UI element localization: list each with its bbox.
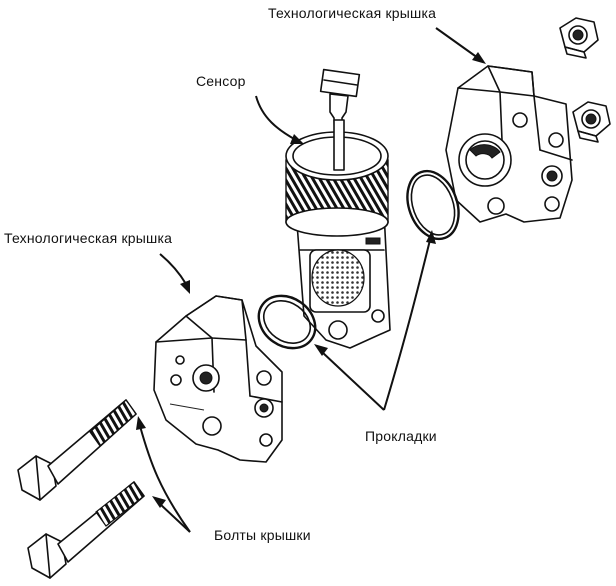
label-sensor: Сенсор <box>196 73 246 89</box>
gasket-left <box>257 294 317 350</box>
leader-top-cover <box>435 27 486 64</box>
label-gaskets: Прокладки <box>365 428 437 444</box>
leader-left-cover <box>159 253 190 294</box>
label-cover-bolts: Болты крышки <box>214 527 311 543</box>
sensor-module <box>285 68 391 349</box>
gasket-right <box>406 169 460 241</box>
label-left-process-cover: Технологическая крышка <box>4 230 173 246</box>
leader-sensor <box>255 95 304 144</box>
process-cover-left <box>153 295 283 463</box>
bolt-upper <box>17 399 137 501</box>
leader-gaskets <box>314 230 436 411</box>
leader-bolts <box>136 416 191 533</box>
process-cover-top-right <box>445 65 573 223</box>
nut-upper <box>559 17 599 59</box>
nut-lower <box>572 101 611 143</box>
bolt-lower <box>27 481 145 579</box>
label-top-process-cover: Технологическая крышка <box>268 5 437 21</box>
